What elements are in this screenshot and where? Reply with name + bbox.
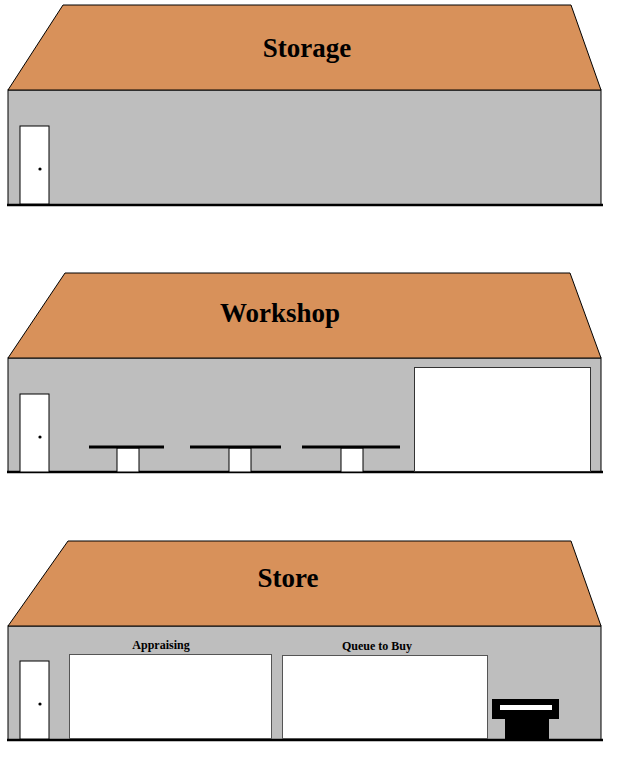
table-leg <box>341 448 363 472</box>
building: Workshop <box>6 272 604 475</box>
counter-base <box>505 718 549 740</box>
roof <box>8 5 601 90</box>
area-box: Appraising <box>69 654 272 739</box>
ground-line <box>7 204 603 207</box>
table-top <box>89 446 164 449</box>
door <box>20 661 49 739</box>
building: StoreAppraisingQueue to Buy <box>6 540 604 743</box>
roof <box>8 541 601 626</box>
area-box: Queue to Buy <box>282 655 488 739</box>
building-title: Storage <box>263 33 351 64</box>
wall <box>8 626 601 740</box>
work-area <box>415 368 591 472</box>
counter-top <box>492 699 559 719</box>
building: Storage <box>6 4 604 207</box>
ground-line <box>7 471 603 474</box>
door <box>20 126 49 204</box>
table-leg <box>229 448 251 472</box>
building-title: Store <box>258 563 319 594</box>
door-knob <box>38 167 41 170</box>
roof <box>8 273 601 358</box>
table-leg <box>117 448 139 472</box>
door-knob <box>38 435 41 438</box>
table-top <box>302 446 400 449</box>
wall <box>8 358 601 472</box>
counter-slot <box>500 705 552 710</box>
table-top <box>190 446 281 449</box>
ground-line <box>7 739 603 742</box>
door <box>20 394 49 472</box>
wall <box>8 90 601 205</box>
area-label: Queue to Buy <box>342 639 412 654</box>
area-label: Appraising <box>132 638 189 653</box>
door-knob <box>38 702 41 705</box>
building-title: Workshop <box>220 298 340 329</box>
